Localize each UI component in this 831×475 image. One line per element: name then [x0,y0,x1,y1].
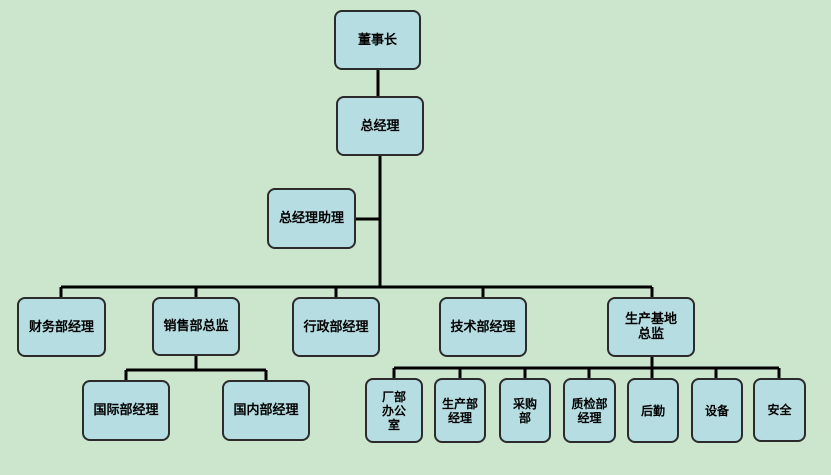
node-quality: 质检部经理 [563,378,616,443]
node-finance-label: 财务部经理 [28,319,94,335]
node-equipment-label: 设备 [704,403,729,418]
node-logistics: 后勤 [627,378,679,443]
node-logistics-label: 后勤 [640,403,665,418]
node-domestic-label: 国内部经理 [233,403,299,418]
node-finance: 财务部经理 [17,297,106,357]
node-chairman: 董事长 [334,10,421,70]
node-general-manager-label: 总经理 [360,118,400,134]
node-quality-label: 质检部经理 [571,396,608,425]
node-international-label: 国际部经理 [93,403,159,418]
node-factory-office: 厂部办公室 [365,378,423,443]
node-purchasing: 采购部 [499,378,551,443]
node-tech: 技术部经理 [439,297,527,357]
node-admin: 行政部经理 [292,297,380,357]
node-factory-office-label: 厂部办公室 [381,389,406,432]
node-purchasing-label: 采购部 [512,396,537,425]
node-sales: 销售部总监 [152,297,240,356]
node-tech-label: 技术部经理 [450,319,516,335]
node-production-base-label: 生产基地总监 [624,312,677,342]
node-equipment: 设备 [691,378,743,443]
node-safety: 安全 [753,378,806,442]
node-domestic: 国内部经理 [222,380,310,441]
node-gm-assistant-label: 总经理助理 [278,211,344,226]
node-gm-assistant: 总经理助理 [267,188,356,249]
node-admin-label: 行政部经理 [303,319,369,335]
node-production-mgr: 生产部经理 [434,378,486,443]
node-sales-label: 销售部总监 [163,319,229,334]
node-production-base: 生产基地总监 [607,297,695,357]
node-safety-label: 安全 [767,403,792,417]
node-general-manager: 总经理 [336,96,424,156]
node-production-mgr-label: 生产部经理 [441,396,478,425]
node-international: 国际部经理 [82,380,170,441]
node-chairman-label: 董事长 [357,32,397,48]
